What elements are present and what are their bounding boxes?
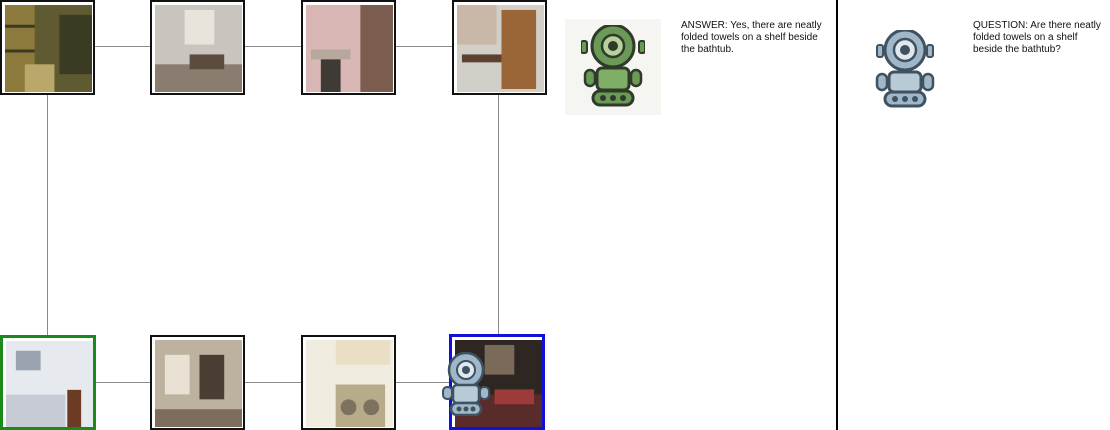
- room-thumbnail-study: [6, 341, 93, 427]
- edge-bottom-2-bottom-3: [245, 382, 302, 383]
- edge-top-4-bottom-4: [498, 94, 499, 335]
- room-node-bottom-2[interactable]: [150, 335, 245, 430]
- room-thumbnail-office: [306, 5, 393, 92]
- edge-top-1-top-2: [94, 46, 151, 47]
- room-node-bottom-1-start[interactable]: [0, 335, 96, 430]
- room-thumbnail-storage: [5, 5, 92, 92]
- room-thumbnail-sitting-room: [155, 5, 242, 92]
- questioning-robot-icon: [875, 30, 935, 108]
- edge-top-1-bottom-1: [47, 94, 48, 335]
- room-node-top-2[interactable]: [150, 0, 245, 95]
- answering-robot-icon: [581, 25, 645, 107]
- room-node-top-1[interactable]: [0, 0, 95, 95]
- answer-robot-card: [565, 19, 661, 115]
- room-node-top-4[interactable]: [452, 0, 547, 95]
- answer-text: ANSWER: Yes, there are neatly folded tow…: [681, 20, 822, 55]
- room-node-bottom-3[interactable]: [301, 335, 396, 430]
- agent-robot-icon: [442, 352, 490, 416]
- room-thumbnail-laundry: [306, 340, 393, 427]
- room-thumbnail-craft-room: [457, 5, 544, 92]
- question-text: QUESTION: Are there neatly folded towels…: [973, 20, 1101, 55]
- room-thumbnail-dining-hall: [155, 340, 242, 427]
- room-node-top-3[interactable]: [301, 0, 396, 95]
- edge-bottom-3-bottom-4: [396, 382, 453, 383]
- panel-divider: [836, 0, 838, 430]
- edge-bottom-1-bottom-2: [94, 382, 151, 383]
- edge-top-3-top-4: [396, 46, 453, 47]
- edge-top-2-top-3: [245, 46, 302, 47]
